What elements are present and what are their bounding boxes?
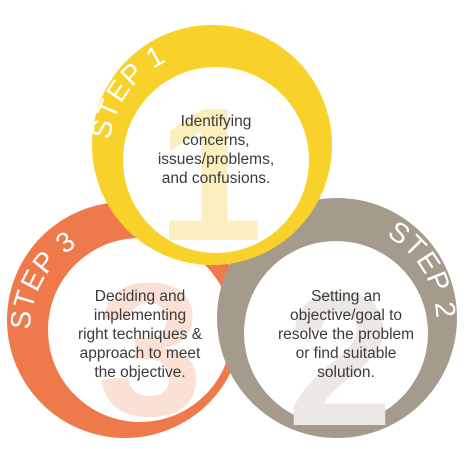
step-2-watermark-number: 2 xyxy=(287,254,393,449)
step-1-line: concerns, xyxy=(182,132,250,149)
step-2-line: Setting an xyxy=(311,288,381,305)
step-2-line: solution. xyxy=(317,364,375,381)
step-3-line: Deciding and xyxy=(94,288,186,305)
step-1-group: 1 xyxy=(92,25,332,281)
step-1-description: Identifying concerns, issues/problems, a… xyxy=(136,112,296,188)
step-1-watermark-number: 1 xyxy=(157,69,263,281)
step-2-group: 2 xyxy=(217,198,457,449)
step-3-line: implementing xyxy=(93,307,187,324)
step-2-description: Setting an objective/goal to resolve the… xyxy=(266,287,426,382)
step-1-line: and confusions. xyxy=(161,170,271,187)
step-3-line: the objective. xyxy=(94,364,186,381)
step-1-line: issues/problems, xyxy=(157,151,275,168)
step-1-line: Identifying xyxy=(180,113,252,130)
step-3-line: right techniques & xyxy=(77,326,203,343)
step-1-center xyxy=(123,67,309,253)
step-2-line: or find suitable xyxy=(295,345,397,362)
step-2-line: objective/goal to xyxy=(289,307,403,324)
step-3-watermark-number: 3 xyxy=(97,244,203,449)
step-3-description: Deciding and implementing right techniqu… xyxy=(60,287,220,382)
step-2-center xyxy=(244,241,428,425)
step-3-line: approach to meet xyxy=(79,345,201,362)
step-3-center xyxy=(48,238,232,422)
step-2-line: resolve the problem xyxy=(277,326,415,343)
